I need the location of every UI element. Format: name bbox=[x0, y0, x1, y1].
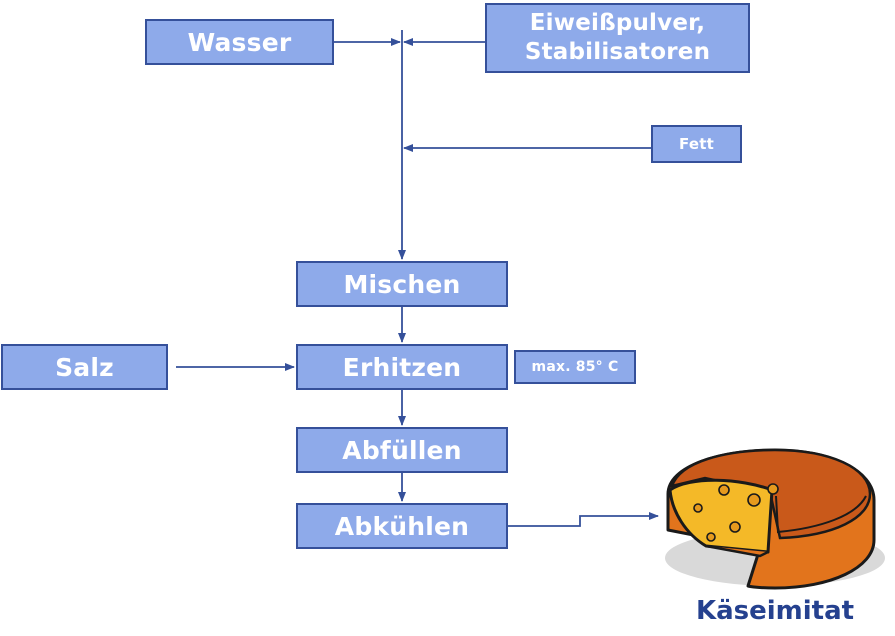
step-eiweiss-stabilisatoren: Eiweißpulver, Stabilisatoren bbox=[485, 3, 750, 73]
step-abfuellen: Abfüllen bbox=[296, 427, 508, 473]
temperature-note-label: max. 85° C bbox=[531, 359, 619, 375]
step-salz: Salz bbox=[1, 344, 168, 390]
step-mischen-label: Mischen bbox=[343, 269, 461, 299]
step-fett: Fett bbox=[651, 125, 742, 163]
step-erhitzen-label: Erhitzen bbox=[342, 352, 462, 382]
temperature-note: max. 85° C bbox=[514, 350, 636, 384]
product-label: Käseimitat bbox=[695, 596, 855, 626]
step-mischen: Mischen bbox=[296, 261, 508, 307]
step-abkuehlen: Abkühlen bbox=[296, 503, 508, 549]
step-abkuehlen-label: Abkühlen bbox=[334, 511, 470, 541]
step-wasser-label: Wasser bbox=[187, 27, 292, 57]
step-eiweiss-label-line1: Eiweißpulver, bbox=[529, 10, 706, 36]
step-wasser: Wasser bbox=[145, 19, 334, 65]
step-fett-label: Fett bbox=[679, 135, 714, 153]
step-salz-label: Salz bbox=[55, 352, 114, 382]
step-abfuellen-label: Abfüllen bbox=[342, 435, 462, 465]
step-eiweiss-label-line2: Stabilisatoren bbox=[524, 39, 711, 65]
arrow-abkuehlen-product bbox=[508, 512, 659, 527]
step-erhitzen: Erhitzen bbox=[296, 344, 508, 390]
